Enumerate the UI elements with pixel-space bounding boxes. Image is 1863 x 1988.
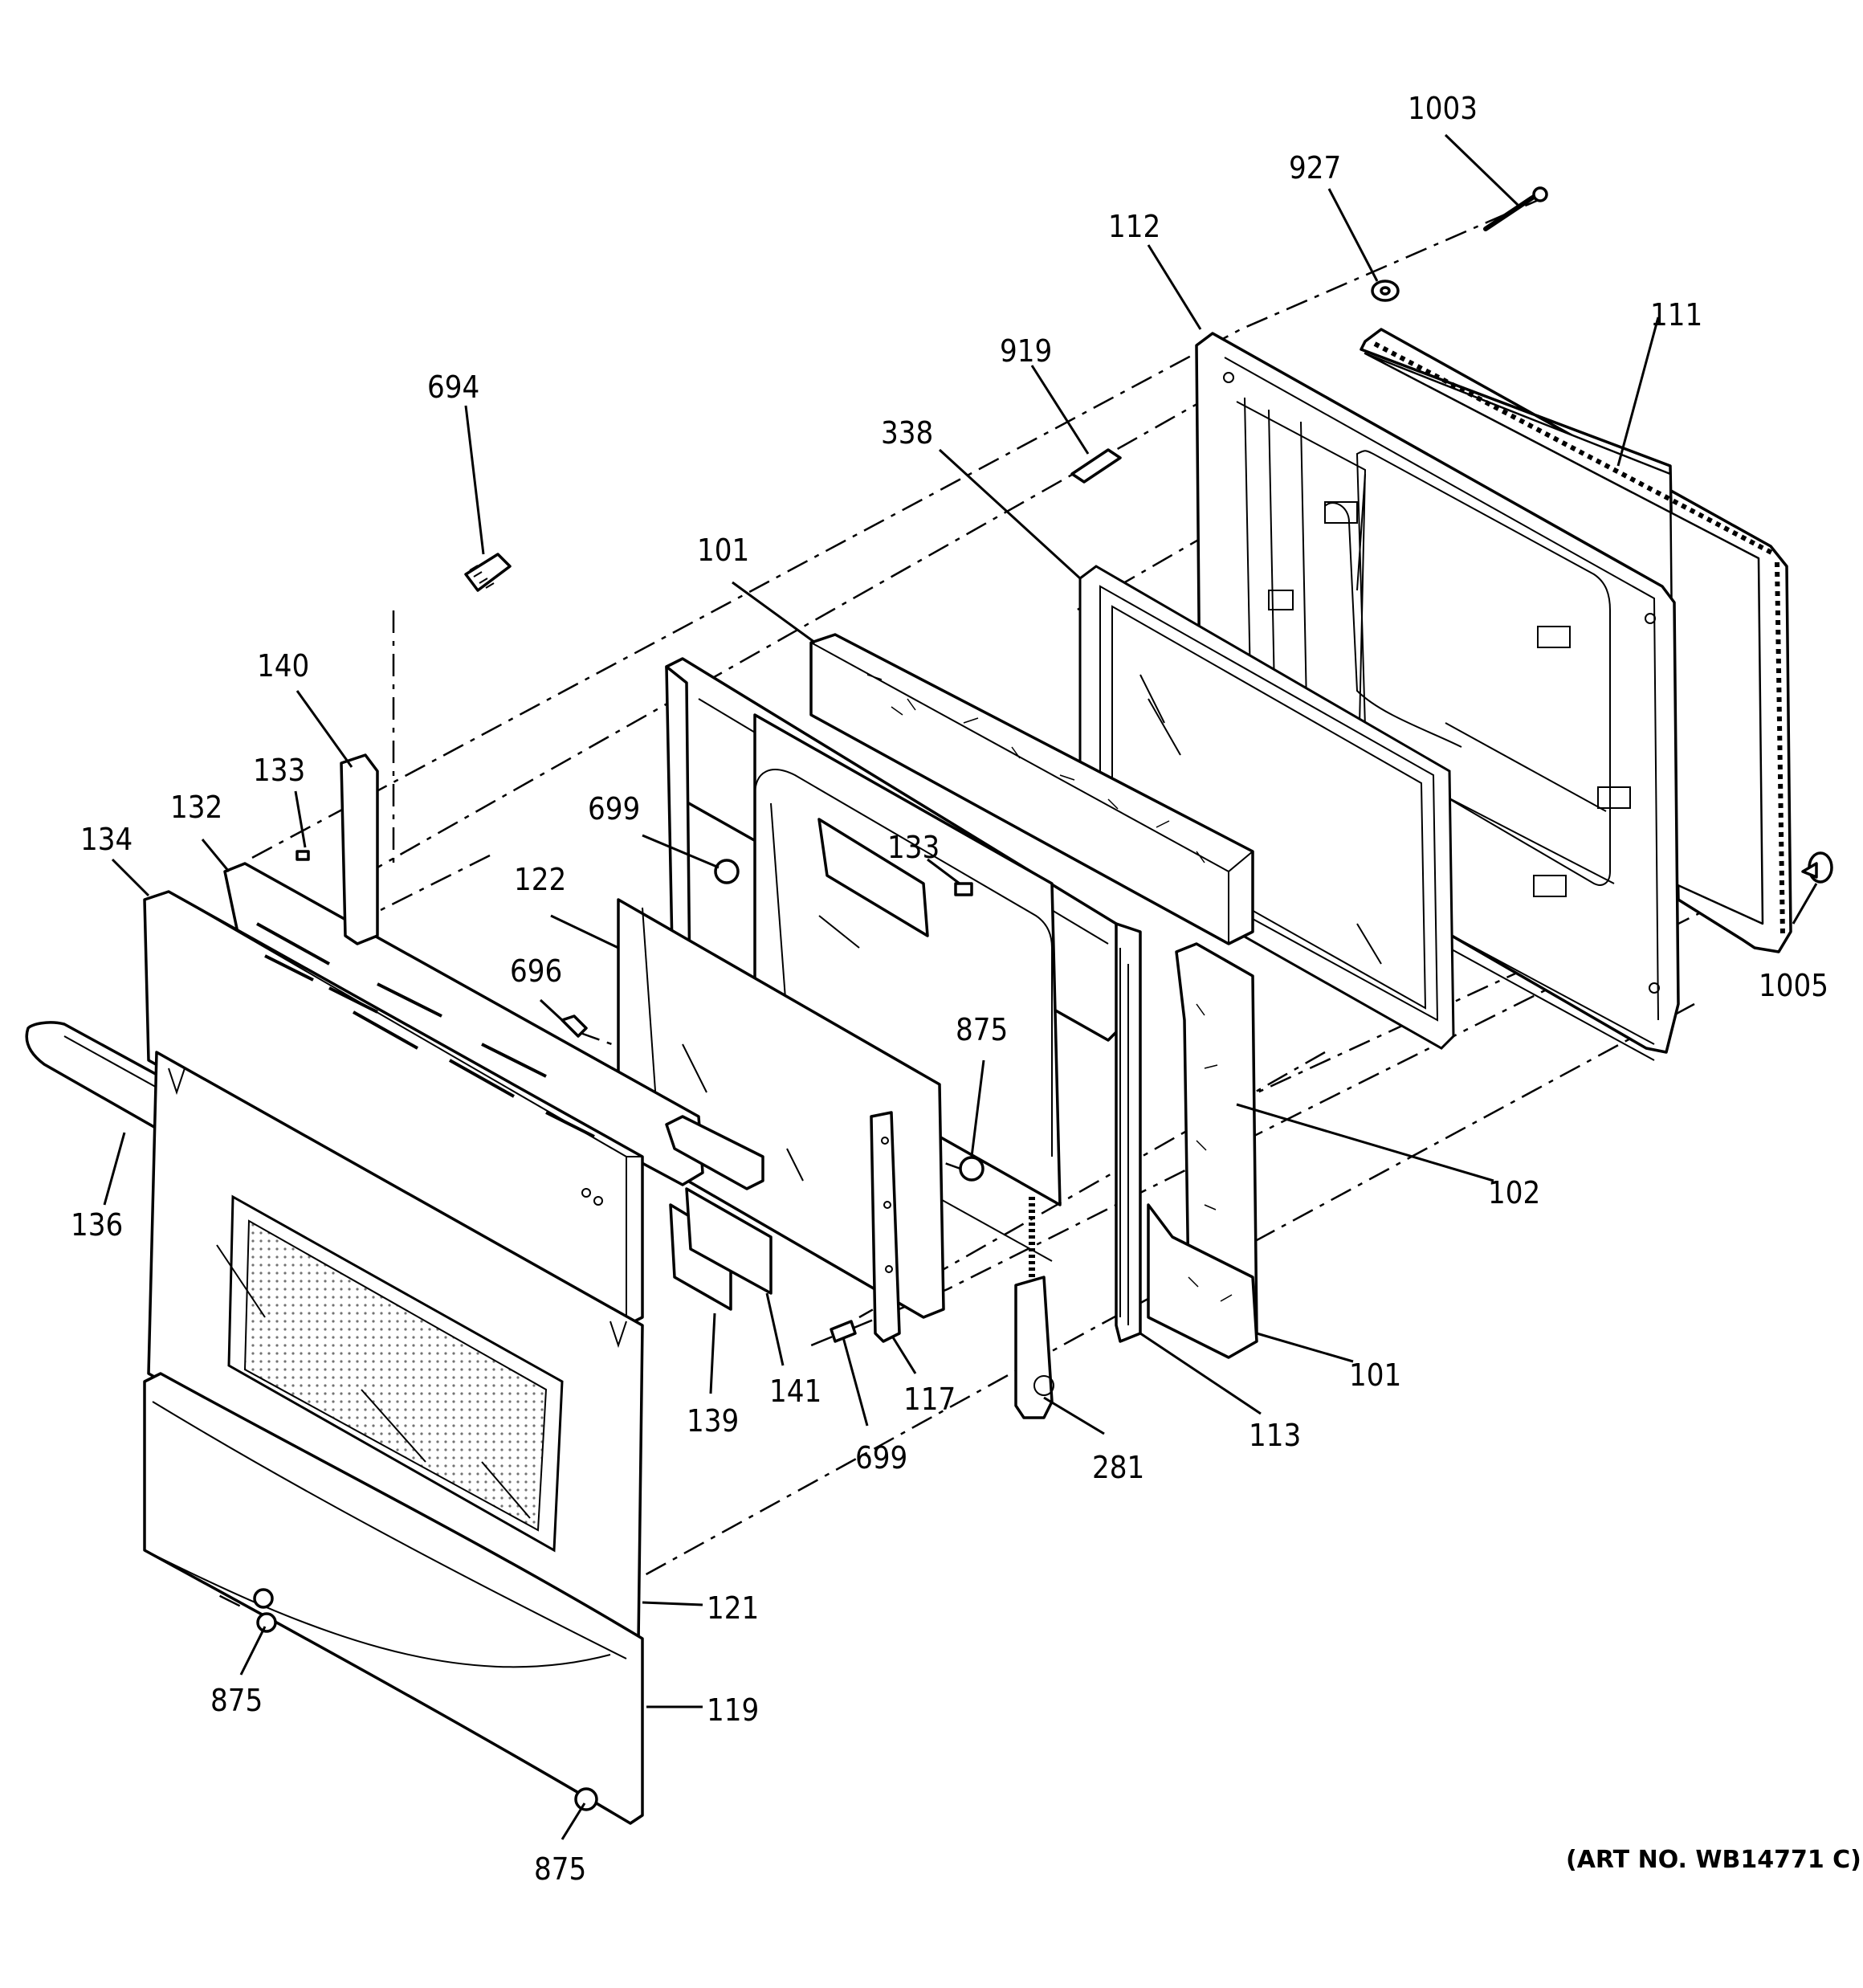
callout-694: 694	[427, 369, 479, 405]
callout-101-top: 101	[697, 533, 749, 568]
control-panel-134	[143, 862, 704, 1327]
callout-927: 927	[1289, 150, 1341, 186]
callout-281: 281	[1092, 1450, 1144, 1485]
screw-696	[561, 1014, 588, 1038]
screw-1003	[1483, 186, 1548, 231]
callout-696: 696	[510, 953, 562, 989]
callout-699-upper: 699	[588, 791, 640, 827]
screw-875a	[959, 1156, 984, 1182]
channel-140	[340, 753, 379, 945]
callout-133-right: 133	[887, 830, 940, 865]
fasteners	[253, 186, 1833, 1811]
callout-102: 102	[1488, 1175, 1540, 1210]
leader-lines	[103, 133, 1818, 1840]
clip-133b	[954, 882, 973, 896]
insulation-139	[665, 1115, 773, 1311]
callout-875-bottom: 875	[534, 1851, 586, 1887]
callout-122: 122	[514, 862, 566, 897]
callout-labels: 1003 927 112 111 919 338 694 101 140 133…	[71, 91, 1828, 1887]
callout-1005: 1005	[1759, 968, 1828, 1003]
screw-875c	[574, 1787, 598, 1811]
screw-694	[464, 553, 512, 592]
callout-1003: 1003	[1408, 91, 1478, 126]
callout-133-left: 133	[253, 753, 305, 788]
screw-875b	[253, 1588, 277, 1633]
callout-338: 338	[881, 415, 933, 451]
hinge-281	[1014, 1197, 1054, 1419]
callout-875-mid: 875	[956, 1012, 1008, 1047]
screw-699a	[714, 859, 740, 884]
clip-919	[1070, 448, 1122, 484]
callout-919: 919	[1000, 333, 1052, 369]
washer-927	[1371, 280, 1400, 302]
insulation-101	[809, 633, 1258, 1359]
callout-136: 136	[71, 1207, 123, 1243]
callout-699-lower: 699	[855, 1440, 907, 1476]
screw-1005	[1801, 851, 1833, 884]
callout-139: 139	[687, 1403, 739, 1439]
callout-119: 119	[707, 1692, 759, 1728]
callout-111: 111	[1650, 297, 1702, 333]
callout-141: 141	[769, 1374, 821, 1409]
hinge-channel-117	[870, 1111, 901, 1343]
kick-panel-119	[143, 1372, 644, 1825]
callout-121: 121	[707, 1590, 759, 1626]
callout-112: 112	[1108, 209, 1160, 244]
callout-134: 134	[80, 822, 132, 857]
art-number: (ART NO. WB14771 C)	[1566, 1846, 1861, 1874]
callout-101-bottom: 101	[1349, 1357, 1401, 1393]
screw-699b	[830, 1320, 857, 1343]
callout-140: 140	[257, 648, 309, 684]
callout-875-left: 875	[210, 1683, 263, 1718]
callout-132: 132	[170, 790, 222, 825]
callout-113: 113	[1249, 1418, 1301, 1453]
clip-133a	[296, 850, 310, 861]
callout-117: 117	[903, 1382, 956, 1417]
